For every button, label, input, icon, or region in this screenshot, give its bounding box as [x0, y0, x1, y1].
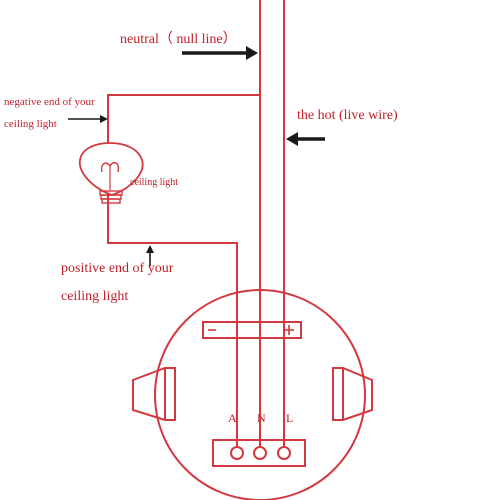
wire-a-to-light	[107, 94, 260, 447]
terminal-screw-a	[230, 446, 244, 460]
arrow-icon-hot	[286, 132, 325, 146]
mounting-ear-left	[132, 367, 176, 421]
switch-terminal-bar	[202, 321, 302, 339]
arrow-icon-positive	[146, 245, 154, 266]
mounting-ear-right	[332, 367, 373, 421]
terminal-label-n: N	[257, 411, 266, 425]
arrow-icon-neutral	[182, 46, 258, 60]
terminal-label-l: L	[286, 411, 294, 425]
arrow-icon-negative	[68, 115, 108, 123]
terminal-screw-l	[277, 446, 291, 460]
terminal-screw-n	[253, 446, 267, 460]
light-bulb-icon	[79, 142, 144, 204]
hot-wire-label: the hot (live wire)	[297, 108, 398, 123]
terminal-label-a: A	[228, 411, 237, 425]
neutral-wire-label: neutral（ null line）	[120, 32, 237, 47]
positive-end-label-line2: ceiling light	[61, 289, 129, 304]
negative-end-label-line1: negative end of your	[4, 96, 95, 108]
positive-end-label-line1: positive end of your	[61, 261, 174, 276]
negative-end-label-line2: ceiling light	[4, 118, 57, 130]
bulb-label: ceiling light	[130, 177, 179, 188]
